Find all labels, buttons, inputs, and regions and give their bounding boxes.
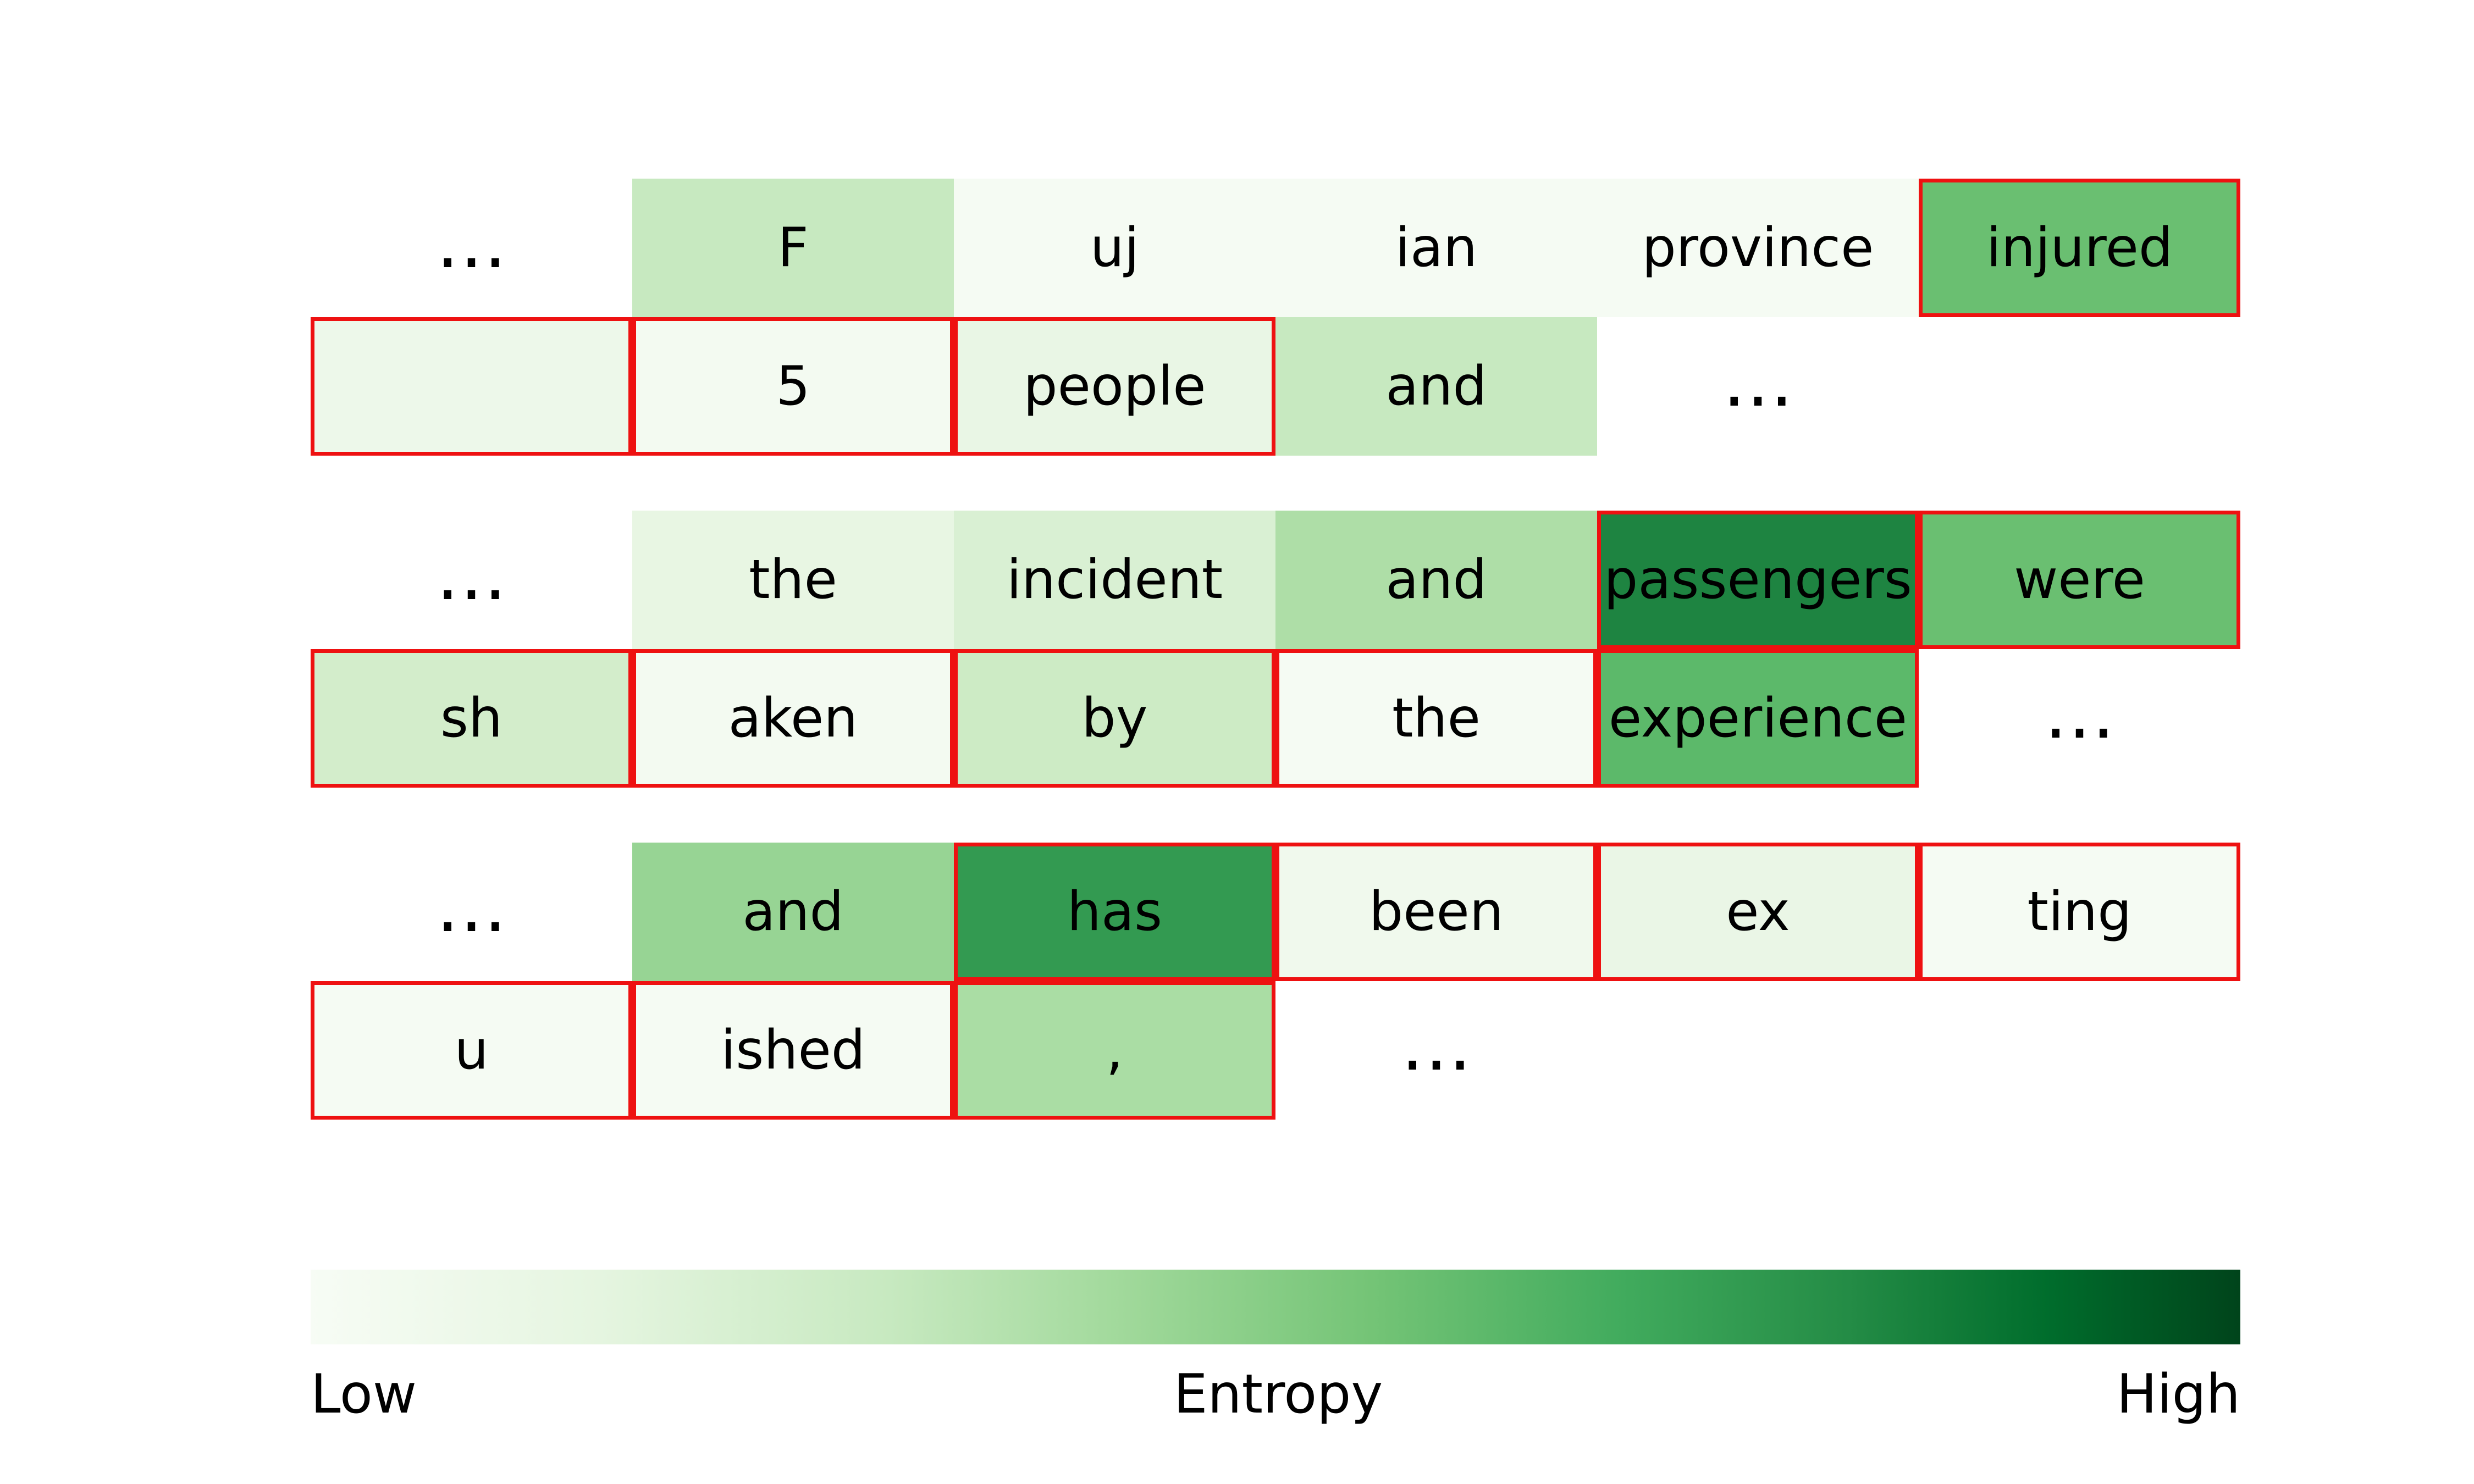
colorbar-low-label: Low	[311, 1363, 417, 1426]
token-cell: province	[1597, 179, 1919, 317]
colorbar-title: Entropy	[1173, 1363, 1383, 1426]
token-cell: by	[954, 649, 1275, 788]
token-cell: has	[954, 843, 1275, 981]
token-cell: the	[1275, 649, 1597, 788]
token-cell: ian	[1275, 179, 1597, 317]
token-cell: people	[954, 317, 1275, 456]
token-cell: F	[632, 179, 954, 317]
token-cell: u	[311, 981, 632, 1120]
token-cell: experience	[1597, 649, 1919, 788]
token-cell: injured	[1919, 179, 2240, 317]
token-cell: incident	[954, 511, 1275, 649]
entropy-colorbar	[311, 1270, 2240, 1344]
token-cell: and	[632, 843, 954, 981]
token-cell: ished	[632, 981, 954, 1120]
ellipsis-marker: …	[435, 533, 507, 616]
token-cell: 5	[632, 317, 954, 456]
token-cell: the	[632, 511, 954, 649]
ellipsis-marker: …	[2044, 671, 2116, 755]
token-cell: were	[1919, 511, 2240, 649]
token-cell: been	[1275, 843, 1597, 981]
ellipsis-marker: …	[1722, 339, 1794, 423]
token-cell: ,	[954, 981, 1275, 1120]
ellipsis-marker: …	[1400, 1003, 1472, 1087]
token-cell	[311, 317, 632, 456]
token-cell: sh	[311, 649, 632, 788]
ellipsis-marker: …	[435, 201, 507, 284]
token-cell: ting	[1919, 843, 2240, 981]
token-cell: and	[1275, 317, 1597, 456]
ellipsis-marker: …	[435, 865, 507, 948]
token-cell: ex	[1597, 843, 1919, 981]
token-cell: passengers	[1597, 511, 1919, 649]
token-cell: and	[1275, 511, 1597, 649]
token-cell: uj	[954, 179, 1275, 317]
colorbar-high-label: High	[2116, 1363, 2240, 1426]
token-cell: aken	[632, 649, 954, 788]
